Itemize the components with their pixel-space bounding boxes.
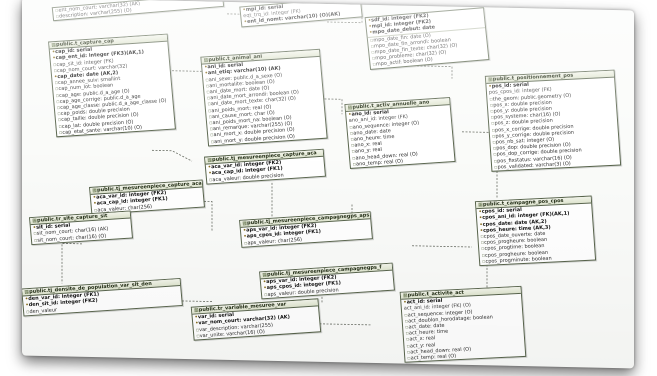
table-activite-act: public.t_activite_act act_id: serial act… [399, 285, 527, 364]
table-capture-cap: public.t_capture_cap cap_id: serial cap_… [48, 33, 176, 138]
table-animal-ani: public.t_animal_ani ani_id: serial ani_e… [200, 48, 328, 147]
table-top-right: sdf_id: integer (FK2) mpl_id: integer (F… [364, 7, 490, 70]
table-positionnement-pos: public.t_positionnement_pos pos_id: seri… [484, 69, 622, 172]
table-campagne-cpos: public.t_campagne_pos_cpos cpos_id: seri… [474, 195, 597, 267]
er-diagram: ent_nom_court: varchar(32) (AK) descript… [22, 0, 634, 369]
table-activ-annuelle: public.t_activ_annuelle_ano ano_id: seri… [344, 97, 456, 169]
